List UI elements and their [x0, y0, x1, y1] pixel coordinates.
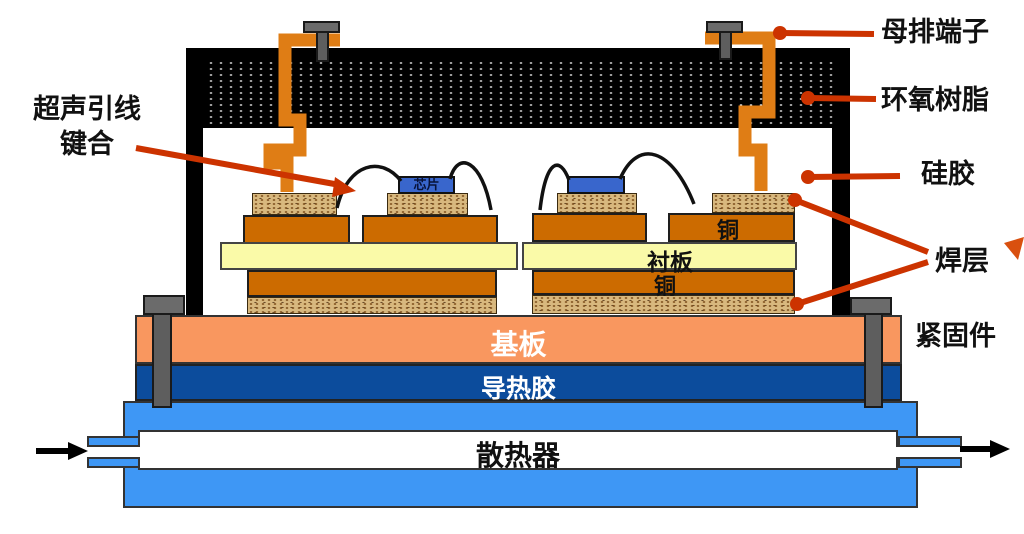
right-stack-upper-copper-pad-2 — [668, 213, 795, 242]
left-stack-chip-solder — [387, 193, 468, 215]
leader-lines — [135, 26, 930, 311]
wirebond-leader — [135, 145, 341, 188]
bond-wire-2 — [448, 161, 493, 211]
label-solder-layer: 焊层 — [935, 246, 989, 277]
right-terminal-bolt-shaft — [719, 30, 732, 60]
left-chip: 芯片 — [398, 176, 455, 194]
wirebond-label-line1: 超声引线 — [33, 94, 141, 125]
inlet-port-upper-tab — [87, 436, 140, 447]
label-base-plate: 基板 — [490, 328, 547, 361]
outlet-port-upper-tab — [898, 436, 962, 447]
bond-wire-3 — [538, 163, 571, 211]
label-substrate: 衬板 — [647, 250, 693, 276]
flow-arrows — [36, 440, 1010, 460]
outlet-port-opening — [896, 447, 960, 457]
right-stack-terminal-solder — [712, 193, 795, 213]
label-fastener: 紧固件 — [915, 321, 996, 352]
label-copper-lower: 铜 — [653, 275, 676, 300]
left-fastener-head — [143, 295, 185, 315]
left-stack-bottom-solder — [247, 297, 497, 314]
epoxy-dot-texture — [206, 60, 834, 124]
right-stack-lower-copper — [532, 270, 795, 295]
right-stack-bottom-solder — [532, 295, 795, 314]
annotation-mark-icon — [1004, 237, 1024, 260]
right-terminal-bolt-head — [706, 21, 743, 33]
thermal-adhesive-layer — [135, 364, 902, 401]
bond-wire-4 — [618, 152, 696, 205]
label-thermal-adhesive: 导热胶 — [480, 374, 556, 403]
label-busbar-terminal: 母排端子 — [881, 17, 989, 48]
right-stack-ceramic-substrate — [522, 242, 797, 270]
busbar-terminal-right — [705, 31, 776, 191]
bond-wires — [335, 152, 696, 211]
label-copper-upper: 铜 — [716, 219, 739, 244]
left-terminal-bolt-shaft — [316, 30, 329, 62]
right-chip — [567, 176, 625, 194]
left-stack-terminal-solder — [252, 193, 337, 215]
left-terminal-bolt-head — [303, 21, 340, 33]
coolant-channel — [138, 430, 898, 470]
left-stack-lower-copper — [247, 270, 497, 297]
label-silicone-gel: 硅胶 — [921, 159, 975, 190]
busbar-terminal-left — [263, 33, 340, 192]
right-fastener-head — [850, 297, 892, 315]
left-stack-ceramic-substrate — [220, 242, 518, 270]
base-plate-layer — [135, 315, 902, 364]
wirebond-leader-arrowhead — [332, 177, 356, 197]
wirebond-label-line2: 键合 — [60, 129, 114, 160]
right-stack-chip-solder — [557, 193, 637, 213]
label-epoxy-resin: 环氧树脂 — [881, 85, 989, 116]
chip-label: 芯片 — [413, 177, 440, 193]
bond-wire-1 — [335, 164, 403, 209]
label-ultrasonic-wire-bonding: 超声引线 键合 — [12, 92, 162, 162]
inlet-port-opening — [89, 447, 149, 457]
outlet-port-lower-tab — [898, 457, 962, 468]
inlet-port-lower-tab — [87, 457, 140, 468]
right-stack-upper-copper-pad-1 — [532, 213, 647, 242]
label-heat-sink: 散热器 — [475, 439, 560, 472]
